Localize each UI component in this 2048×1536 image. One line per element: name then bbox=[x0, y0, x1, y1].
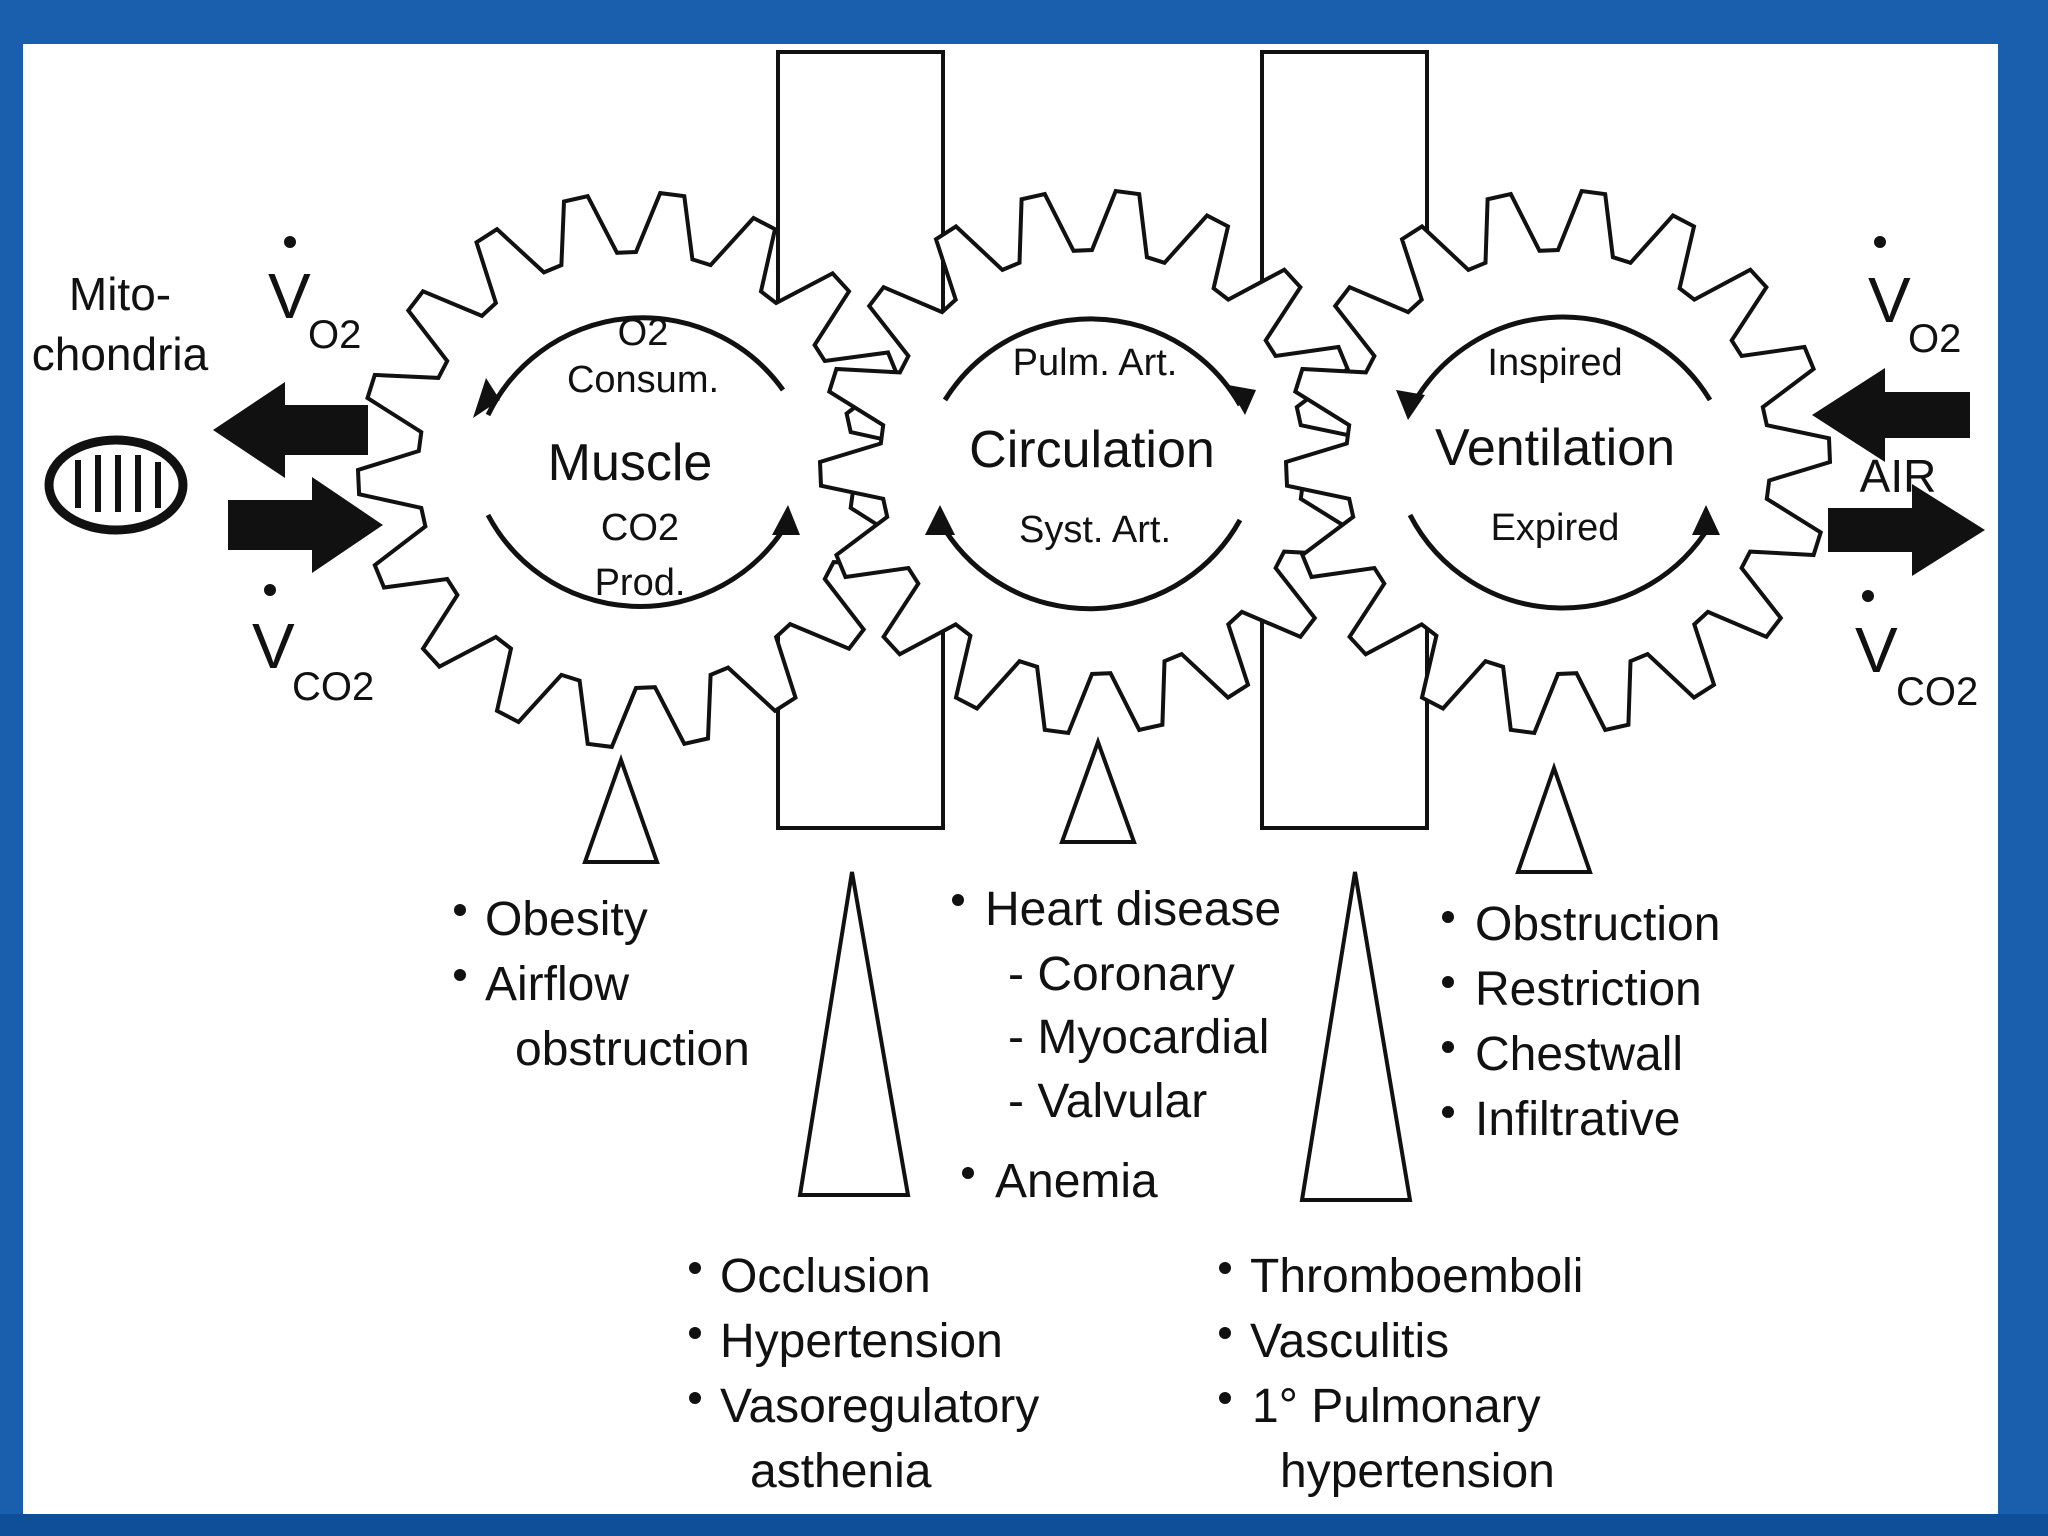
obesity-bullet bbox=[454, 904, 466, 916]
ventilation-gear bbox=[1283, 188, 1833, 736]
peripheral-list-item-1: Occlusion bbox=[720, 1250, 931, 1303]
vco2-subscript-right: CO2 bbox=[1896, 670, 1978, 714]
vo2-symbol-right: V bbox=[1868, 264, 1911, 336]
muscle-bottom-arc bbox=[485, 513, 786, 609]
ventilation-list-item-3: Chestwall bbox=[1475, 1028, 1683, 1081]
ventilation-title: Ventilation bbox=[1435, 419, 1675, 477]
o2-inflow-arrow-left bbox=[213, 382, 368, 478]
heart-list-item-1: Heart disease bbox=[985, 883, 1281, 936]
heart-list-item-5: Anemia bbox=[995, 1155, 1158, 1208]
ventilation-pointer-triangle bbox=[1515, 761, 1593, 874]
vco2-symbol-left: V bbox=[252, 610, 295, 682]
vo2-dot-right bbox=[1874, 236, 1886, 248]
heart-list-item-2: - Coronary bbox=[1008, 948, 1235, 1001]
heart-list-item-4: - Valvular bbox=[1008, 1075, 1207, 1128]
circulation-pointer-triangle bbox=[1059, 736, 1137, 844]
heart-list-item-3: - Myocardial bbox=[1008, 1011, 1269, 1064]
vco2-dot-right bbox=[1862, 590, 1874, 602]
occlusion-bullet bbox=[689, 1262, 701, 1274]
vo2-subscript-left: O2 bbox=[308, 313, 361, 357]
co2-outflow-arrow-right bbox=[1828, 484, 1985, 576]
muscle-list-item-2: Airflow bbox=[485, 958, 629, 1011]
muscle-list-item-1: Obesity bbox=[485, 893, 648, 946]
muscle-pointer-triangle bbox=[582, 753, 660, 864]
vasculitis-bullet bbox=[1219, 1327, 1231, 1339]
peripheral-list-item-2: Hypertension bbox=[720, 1315, 1003, 1368]
ventilation-top-arc bbox=[1407, 314, 1713, 412]
ventilation-list-item-4: Infiltrative bbox=[1475, 1093, 1680, 1146]
vco2-subscript-left: CO2 bbox=[292, 665, 374, 709]
heart-disease-bullet bbox=[952, 894, 964, 906]
muscle-bottom-arrowhead bbox=[772, 505, 800, 535]
ventilation-inspired-label: Inspired bbox=[1487, 342, 1622, 384]
mitochondrion-icon bbox=[44, 435, 188, 535]
o2-inflow-arrow-right bbox=[1812, 368, 1970, 462]
ventilation-expired-label: Expired bbox=[1491, 507, 1620, 549]
vasoregulatory-bullet bbox=[689, 1392, 701, 1404]
ventilation-bottom-arrowhead bbox=[1692, 505, 1720, 535]
anemia-bullet bbox=[962, 1167, 974, 1179]
ventilation-top-arrowhead bbox=[1396, 390, 1425, 420]
airflow-bullet bbox=[454, 969, 466, 981]
peripheral-list-item-3: Vasoregulatory bbox=[720, 1380, 1039, 1433]
muscle-top-arrowhead bbox=[473, 378, 500, 418]
infiltrative-bullet bbox=[1442, 1106, 1454, 1118]
thromboemboli-bullet bbox=[1219, 1262, 1231, 1274]
muscle-o2-label: O2 bbox=[618, 312, 669, 354]
circulation-title: Circulation bbox=[969, 421, 1215, 479]
co2-outflow-arrow-left bbox=[228, 477, 383, 573]
circulation-bottom-arrowhead bbox=[925, 505, 955, 535]
muscle-title: Muscle bbox=[548, 434, 713, 492]
vo2-dot-left bbox=[284, 236, 296, 248]
vco2-dot-left bbox=[264, 584, 276, 596]
ventilation-list-item-1: Obstruction bbox=[1475, 898, 1720, 951]
mitochondria-label-line2: chondria bbox=[32, 328, 209, 380]
mitochondria-label-line1: Mito- bbox=[69, 268, 171, 320]
muscle-prod-label: Prod. bbox=[595, 562, 686, 604]
circulation-top-arrowhead bbox=[1228, 385, 1256, 415]
pulmonary-list-item-1: Thromboemboli bbox=[1250, 1250, 1583, 1303]
peripheral-list-item-4: asthenia bbox=[750, 1445, 932, 1498]
circulation-bottom-arc bbox=[942, 518, 1243, 612]
vo2-subscript-right: O2 bbox=[1908, 317, 1961, 361]
vco2-symbol-right: V bbox=[1855, 614, 1898, 686]
obstruction-bullet bbox=[1442, 911, 1454, 923]
restriction-bullet bbox=[1442, 976, 1454, 988]
circulation-syst-art-label: Syst. Art. bbox=[1019, 509, 1171, 551]
pulmonary-list-item-3: 1° Pulmonary bbox=[1252, 1380, 1541, 1433]
peripheral-vascular-wedge bbox=[797, 871, 911, 1197]
chestwall-bullet bbox=[1442, 1041, 1454, 1053]
pulmonary-vascular-wedge bbox=[1299, 871, 1413, 1202]
ventilation-list-item-2: Restriction bbox=[1475, 963, 1702, 1016]
hypertension-bullet bbox=[689, 1327, 701, 1339]
muscle-gear bbox=[355, 190, 917, 750]
vo2-symbol-left: V bbox=[268, 260, 311, 332]
muscle-top-arc bbox=[485, 315, 786, 417]
circulation-gear bbox=[817, 188, 1367, 736]
circulation-pulm-art-label: Pulm. Art. bbox=[1013, 342, 1178, 384]
pulmonary-list-item-4: hypertension bbox=[1280, 1445, 1555, 1498]
muscle-co2-label: CO2 bbox=[601, 507, 679, 549]
primary-pulmonary-bullet bbox=[1219, 1392, 1231, 1404]
muscle-list-item-3: obstruction bbox=[515, 1023, 750, 1076]
muscle-consum-label: Consum. bbox=[567, 359, 719, 401]
circulation-top-arc bbox=[942, 316, 1243, 407]
ventilation-bottom-arc bbox=[1407, 513, 1713, 611]
bottom-band bbox=[0, 1514, 2048, 1536]
pulmonary-list-item-2: Vasculitis bbox=[1250, 1315, 1449, 1368]
